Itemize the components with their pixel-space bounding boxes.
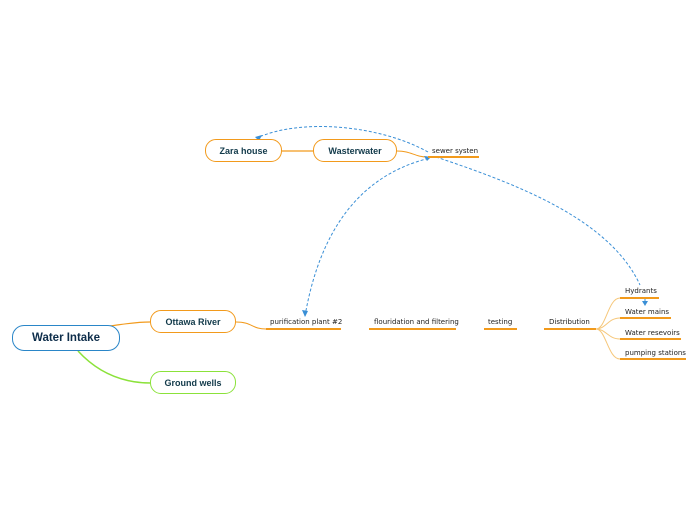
topic-hydrants-underline [620,297,659,299]
topic-water-mains-underline [620,317,671,319]
topic-flouridation-underline [369,328,456,330]
topic-testing-underline [484,328,517,330]
topic-water-reservoirs-underline [620,338,681,340]
arrow-head-purification [302,310,308,317]
link-ottawa-purification [235,321,267,330]
link-dist-mains [595,317,621,330]
link-dist-hydrants [595,297,621,330]
topic-sewer-underline [428,156,479,158]
node-ground-wells[interactable]: Ground wells [150,371,236,394]
arrow-head-zara [255,135,262,141]
node-ottawa-river[interactable]: Ottawa River [150,310,236,333]
topic-flouridation[interactable]: flouridation and filtering [374,318,459,326]
topic-pumping-stations[interactable]: pumping stations [625,349,686,357]
node-zara-house[interactable]: Zara house [205,139,282,162]
topic-sewer-system[interactable]: sewer systen [432,147,479,155]
dashed-link-sewer-hydrants [435,156,641,286]
link-root-groundwells [77,350,152,384]
topic-pumping-stations-underline [620,358,686,360]
topic-purification-underline [266,328,341,330]
node-ground-wells-label: Ground wells [164,377,222,388]
node-ottawa-river-label: Ottawa River [165,316,221,327]
topic-water-reservoirs[interactable]: Water resevoirs [625,329,680,337]
link-root-ottawa [109,321,151,327]
node-wasterwater-label: Wasterwater [328,145,382,156]
topic-testing[interactable]: testing [488,318,513,326]
topic-hydrants[interactable]: Hydrants [625,287,657,295]
root-node-water-intake[interactable]: Water Intake [12,325,120,351]
dashed-link-sewer-zara [256,126,429,153]
link-dist-pumping [595,328,621,360]
link-wasterwater-sewer [396,150,429,158]
root-node-label: Water Intake [32,332,100,344]
topic-distribution[interactable]: Distribution [549,318,590,326]
topic-water-mains[interactable]: Water mains [625,308,670,316]
topic-purification-plant[interactable]: purification plant #2 [270,318,343,326]
topic-distribution-underline [544,328,596,330]
arrow-head-mains [642,301,648,306]
dashed-link-purification-sewer [304,157,431,317]
node-zara-house-label: Zara house [219,145,268,156]
node-wasterwater[interactable]: Wasterwater [313,139,397,162]
